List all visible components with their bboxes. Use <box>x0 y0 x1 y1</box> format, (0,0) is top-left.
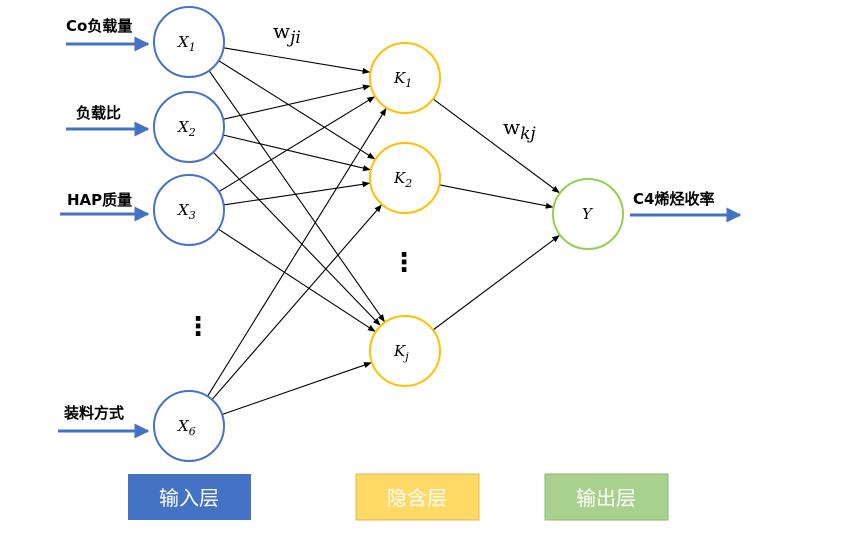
input-node-x6: X6 <box>153 390 225 462</box>
edge-hidden-3-output <box>432 235 560 331</box>
legend-input-layer: 输入层 <box>128 474 251 520</box>
edge-input-3-hidden-1 <box>218 96 375 193</box>
edge-input-4-hidden-2 <box>211 204 382 400</box>
weight-label-wji: wji <box>273 19 301 48</box>
edge-input-2-hidden-2 <box>222 134 371 172</box>
edge-input-2-hidden-1 <box>222 84 371 120</box>
svg-text:输入层: 输入层 <box>159 486 219 510</box>
edge-input-3-hidden-2 <box>223 181 371 206</box>
output-node-y: Y <box>552 178 624 250</box>
input-node-x3: X3 <box>153 174 225 246</box>
weight-label-wkj: wkj <box>503 115 536 144</box>
legend-output-layer: 输出层 <box>544 473 669 521</box>
svg-text:K2: K2 <box>393 169 412 190</box>
legend-hidden-layer: 隐含层 <box>355 473 480 521</box>
svg-text:隐含层: 隐含层 <box>387 486 447 510</box>
edge-input-3-hidden-3 <box>217 228 376 332</box>
edge-hidden-2-output <box>439 184 554 209</box>
svg-text:Kj: Kj <box>393 342 409 363</box>
input-label-loading-method: 装料方式 <box>63 404 124 422</box>
svg-text:X2: X2 <box>177 118 196 139</box>
input-label-co-loading: Co负载量 <box>66 17 132 35</box>
input-label-load-ratio: 负载比 <box>76 104 121 122</box>
edge-input-4-hidden-3 <box>221 362 372 416</box>
edge-hidden-1-output <box>432 98 560 193</box>
svg-text:X3: X3 <box>177 201 196 222</box>
input-arrows <box>58 36 742 439</box>
input-node-x2: X2 <box>153 91 225 163</box>
output-label-c4-yield: C4烯烃收率 <box>633 190 714 208</box>
hidden-ellipsis: ⋮ <box>391 248 417 278</box>
svg-text:X6: X6 <box>177 417 196 438</box>
connections <box>207 47 560 416</box>
edge-input-1-hidden-3 <box>208 70 385 323</box>
edge-input-1-hidden-1 <box>223 47 371 75</box>
svg-text:X1: X1 <box>177 33 196 54</box>
svg-text:K1: K1 <box>393 69 412 90</box>
svg-text:输出层: 输出层 <box>576 486 636 510</box>
edge-input-4-hidden-1 <box>207 107 387 397</box>
input-node-x1: X1 <box>153 6 225 78</box>
edge-input-2-hidden-3 <box>212 151 381 326</box>
svg-text:Y: Y <box>582 205 594 223</box>
edge-input-1-hidden-2 <box>218 60 376 160</box>
hidden-node-kj: Kj <box>369 315 441 387</box>
input-label-hap-mass: HAP质量 <box>67 191 132 209</box>
hidden-node-k1: K1 <box>369 42 441 114</box>
hidden-node-k2: K2 <box>369 142 441 214</box>
input-ellipsis: ⋮ <box>185 312 211 342</box>
